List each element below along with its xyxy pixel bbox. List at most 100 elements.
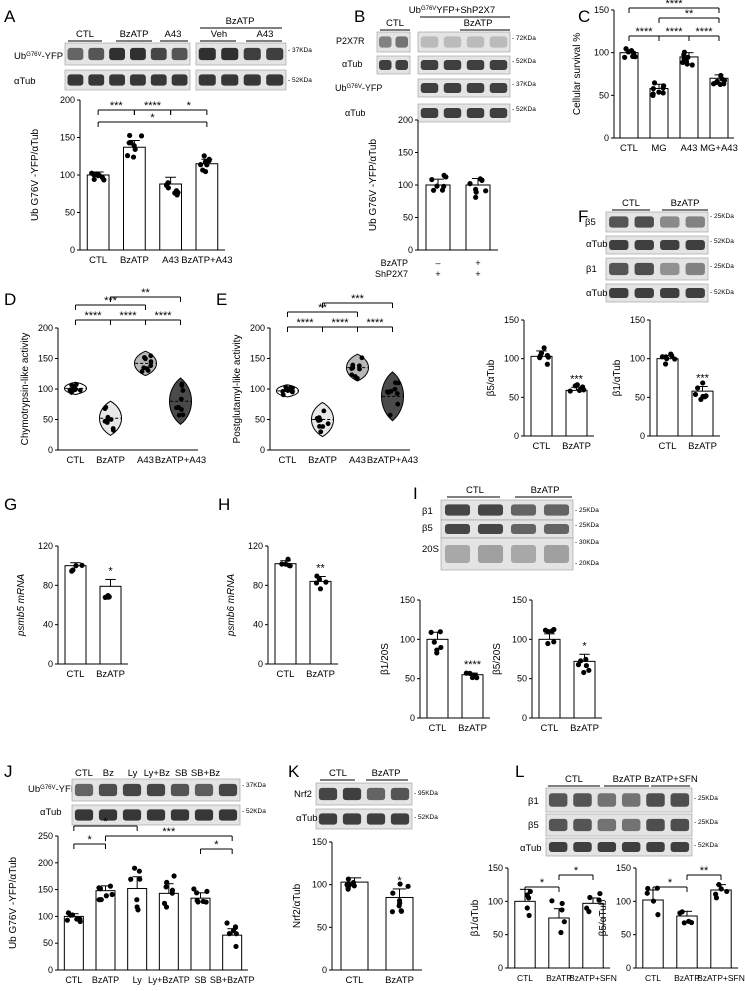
x-tick-label: CTL	[67, 455, 85, 466]
data-point	[622, 54, 628, 60]
blot-group-label: BzATP	[120, 29, 149, 40]
y-tick-label: 150	[400, 595, 415, 605]
kda-marker: - 30KDa	[575, 539, 599, 546]
data-point	[656, 89, 662, 95]
data-point	[91, 172, 97, 178]
blot-L-b5-frame	[545, 813, 693, 837]
data-point	[286, 562, 292, 568]
data-point	[559, 907, 565, 913]
blot-group-label: BzATP+SFN	[644, 774, 698, 785]
data-point	[587, 894, 593, 901]
data-point	[107, 883, 114, 889]
kda-marker: - 25KDa	[575, 507, 599, 514]
bar	[274, 563, 297, 665]
data-point	[164, 879, 170, 885]
y-tick-label: 100	[594, 48, 609, 58]
x-tick-label: CTL	[533, 441, 551, 452]
blot-lane-label: Bz	[103, 768, 114, 779]
blot-I-b5-band	[543, 523, 570, 535]
blot-F-tub	[605, 235, 709, 255]
y-tick-label: 200	[60, 95, 75, 105]
data-point	[99, 174, 106, 181]
blot-A-ub-right-band	[198, 47, 216, 61]
data-point	[680, 59, 686, 66]
data-point	[439, 187, 446, 193]
data-point	[659, 354, 666, 360]
y-tick-label: 50	[621, 930, 631, 940]
y-tick-label: 50	[43, 938, 53, 948]
y-tick-label: 200	[250, 323, 265, 333]
blot-K-tub-band	[342, 813, 362, 825]
data-point	[109, 891, 115, 898]
data-point	[527, 888, 533, 895]
blot-F-b1	[605, 257, 709, 281]
bar	[530, 355, 553, 437]
kda-marker: - 25KDa	[710, 213, 734, 220]
data-point	[176, 404, 181, 410]
blot-L-b1-frame	[545, 787, 693, 813]
data-point	[681, 920, 687, 926]
blot-L-tub-frame	[545, 837, 693, 857]
bar	[86, 174, 110, 251]
blot-group-label: BzATP	[531, 485, 560, 496]
blot-B-tub2-band	[489, 107, 508, 119]
significance-label: ***	[110, 100, 124, 112]
blot-A-tub-left-band	[109, 74, 125, 86]
data-point	[191, 886, 197, 892]
data-point	[230, 927, 237, 934]
kda-marker: - 52KDa	[512, 58, 536, 65]
y-tick-label: 100	[630, 354, 645, 364]
x-tick-label: CTL	[645, 973, 661, 983]
blot-row-label: β5	[585, 217, 596, 228]
data-point	[473, 189, 479, 195]
kda-marker: - 25KDa	[575, 522, 599, 529]
blot-A-tub-left-band	[171, 74, 188, 86]
data-point	[69, 568, 75, 574]
blot-B-p2x7-band	[420, 36, 439, 48]
blot-L-b5-band	[621, 818, 641, 832]
y-tick-label: 150	[60, 133, 75, 143]
blot-B-tub-band	[420, 59, 439, 71]
blot-B-ub-band	[489, 82, 508, 94]
blot-B-tub-frame	[417, 55, 511, 75]
data-point	[148, 359, 154, 365]
y-tick-label: 100	[488, 896, 503, 906]
blot-L-b1	[545, 787, 693, 813]
x-tick-label: CTL	[541, 723, 559, 734]
data-point	[204, 888, 210, 895]
blot-B-ub-band	[466, 82, 485, 94]
significance-label: ****	[119, 310, 137, 322]
data-point	[206, 158, 212, 164]
y-tick-label: 0	[522, 713, 527, 723]
blot-K-tub-band	[390, 813, 410, 825]
blot-L-tub-band	[597, 841, 617, 853]
data-point	[321, 408, 327, 414]
x-tick-label: Ly	[133, 975, 143, 985]
data-point	[692, 391, 699, 398]
y-tick-label: 0	[70, 245, 75, 255]
y-tick-label: 50	[403, 213, 413, 223]
y-tick-label: 100	[38, 384, 53, 394]
blot-A-ub-right	[195, 42, 287, 66]
blot-row-label: αTub	[296, 813, 318, 824]
significance-label: *	[668, 877, 673, 889]
data-point	[202, 168, 209, 175]
superscript: G76V	[347, 84, 362, 90]
blot-I-b5-band	[510, 523, 537, 535]
x-tick-label: BzATP	[96, 455, 125, 466]
significance-label: ***	[351, 293, 365, 305]
kda-marker: - 52KDa	[512, 106, 536, 113]
data-point	[389, 909, 396, 915]
y-tick-label: 0	[408, 245, 413, 255]
blot-lane-label: SB	[175, 768, 188, 779]
data-point	[545, 628, 551, 635]
blot-group-label: CTL	[76, 29, 94, 40]
blot-K-tub-band	[366, 813, 386, 825]
data-point	[173, 188, 180, 194]
x-tick-label: Ly+BzATP	[148, 975, 190, 985]
blot-I-b1	[440, 499, 574, 521]
blot-A-ub-left-band	[130, 47, 146, 61]
blot-A-ub-right-band	[221, 47, 239, 61]
